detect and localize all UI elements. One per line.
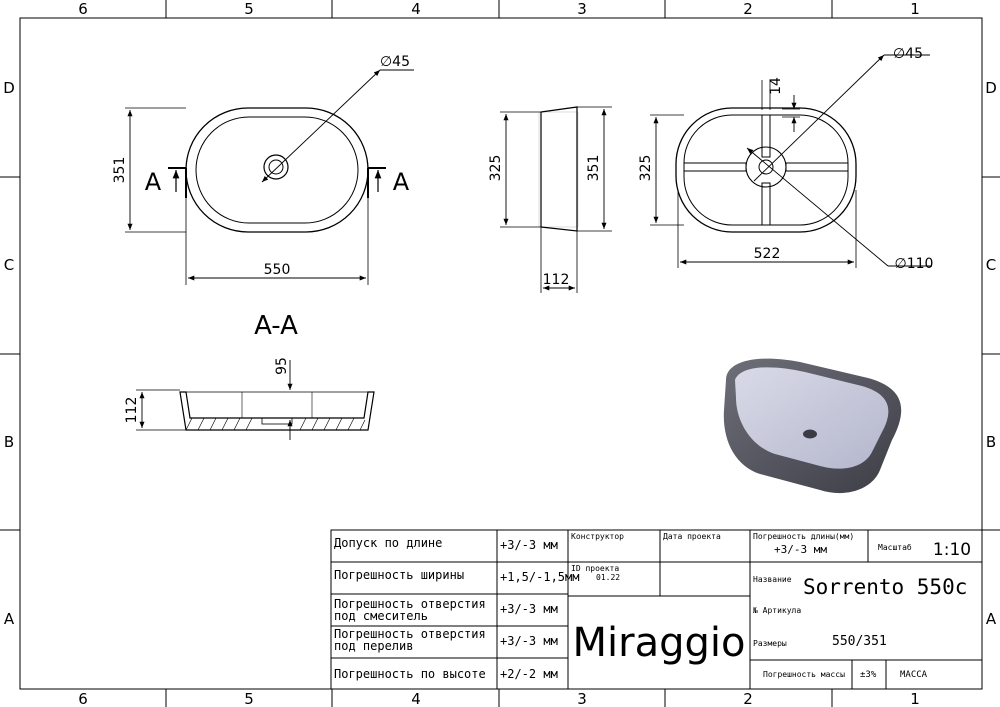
title-block-grid bbox=[330, 529, 983, 690]
bottom-width-label: 522 bbox=[754, 246, 781, 262]
col-label-bottom: 3 bbox=[577, 690, 587, 707]
drain-diameter-label: ∅110 bbox=[895, 256, 934, 272]
row-label-left: B bbox=[4, 433, 14, 451]
mass-tolerance-label: Погрешность массы bbox=[763, 670, 845, 679]
width-label: 550 bbox=[264, 262, 291, 278]
tolerance-label: Погрешность по высоте bbox=[334, 667, 486, 681]
tolerance-value: +3/-3 мм bbox=[500, 602, 558, 616]
height-label: 351 bbox=[112, 157, 128, 184]
section-mark-left: A bbox=[145, 168, 162, 196]
side-view-labels: 325 351 112 bbox=[488, 155, 602, 288]
col-label-bottom: 1 bbox=[910, 690, 920, 707]
col-label-bottom: 4 bbox=[411, 690, 421, 707]
top-view-labels: ∅45 351 550 A A bbox=[112, 54, 410, 278]
section-mark-right: A bbox=[393, 168, 410, 196]
mass-label: МАССА bbox=[900, 670, 928, 680]
row-label-left: A bbox=[4, 610, 15, 628]
length-tolerance-label: Погрешность длины(мм) bbox=[753, 532, 854, 541]
size-label: Размеры bbox=[753, 639, 787, 648]
scale-value: 1:10 bbox=[933, 540, 971, 560]
col-label-top: 5 bbox=[244, 0, 254, 18]
row-label-right: B bbox=[986, 433, 996, 451]
bottom-height-label: 325 bbox=[638, 155, 654, 182]
col-label-top: 3 bbox=[577, 0, 587, 18]
article-label: № Артикула bbox=[752, 606, 801, 615]
col-label-bottom: 2 bbox=[743, 690, 753, 707]
tolerance-value: +3/-3 мм bbox=[500, 634, 558, 648]
row-label-left: D bbox=[3, 79, 15, 97]
project-id-value: 01.22 bbox=[596, 573, 620, 582]
frame-labels: 6 5 4 3 2 1 6 5 4 3 2 1 D C B A D C B A bbox=[3, 0, 997, 707]
col-label-top: 2 bbox=[743, 0, 753, 18]
bottom-view bbox=[650, 54, 932, 268]
tolerance-value: +3/-3 мм bbox=[500, 538, 558, 552]
tolerance-label: Допуск по длине bbox=[334, 536, 442, 550]
col-label-top: 6 bbox=[78, 0, 88, 18]
row-label-right: C bbox=[986, 256, 996, 274]
bottom-view-labels: ∅45 14 325 522 ∅110 bbox=[638, 46, 933, 272]
row-label-right: A bbox=[986, 610, 997, 628]
inner-height-label: 325 bbox=[488, 155, 504, 182]
constructor-label: Конструктор bbox=[571, 532, 624, 541]
rib-thickness-label: 14 bbox=[768, 77, 784, 95]
col-label-top: 4 bbox=[411, 0, 421, 18]
project-id-label: ID проекта bbox=[571, 564, 619, 573]
depth-label: 112 bbox=[543, 272, 570, 288]
row-label-right: D bbox=[985, 79, 997, 97]
outer-height-label: 351 bbox=[586, 155, 602, 182]
brand-logo: Miraggio bbox=[573, 620, 746, 666]
mass-tolerance-value: ±3% bbox=[860, 670, 877, 680]
length-tolerance-value: +3/-3 мм bbox=[774, 543, 827, 556]
section-labels: 95 112 bbox=[124, 357, 290, 423]
tolerance-value: +1,5/-1,5мм bbox=[500, 570, 579, 584]
side-view bbox=[500, 106, 612, 293]
section-title: A-A bbox=[254, 311, 298, 341]
col-label-bottom: 6 bbox=[78, 690, 88, 707]
inner-depth-label: 95 bbox=[274, 357, 290, 375]
sink-3d-render bbox=[723, 358, 902, 494]
scale-label: Масштаб bbox=[878, 542, 912, 552]
title-block-text: Допуск по длине +3/-3 мм Погрешность шир… bbox=[334, 532, 971, 681]
tolerance-label: Погрешность ширины bbox=[334, 568, 464, 582]
product-name: Sorrento 550c bbox=[803, 575, 967, 599]
hole-diameter-label: ∅45 bbox=[893, 46, 923, 62]
row-label-left: C bbox=[4, 256, 14, 274]
hole-diameter-label: ∅45 bbox=[380, 54, 410, 70]
col-label-bottom: 5 bbox=[244, 690, 254, 707]
date-label: Дата проекта bbox=[663, 532, 721, 541]
col-label-top: 1 bbox=[910, 0, 920, 18]
section-height-label: 112 bbox=[124, 397, 140, 424]
size-value: 550/351 bbox=[832, 634, 887, 649]
tolerance-value: +2/-2 мм bbox=[500, 667, 558, 681]
name-label: Название bbox=[753, 575, 792, 584]
top-view bbox=[125, 69, 414, 285]
section-view bbox=[136, 360, 375, 440]
